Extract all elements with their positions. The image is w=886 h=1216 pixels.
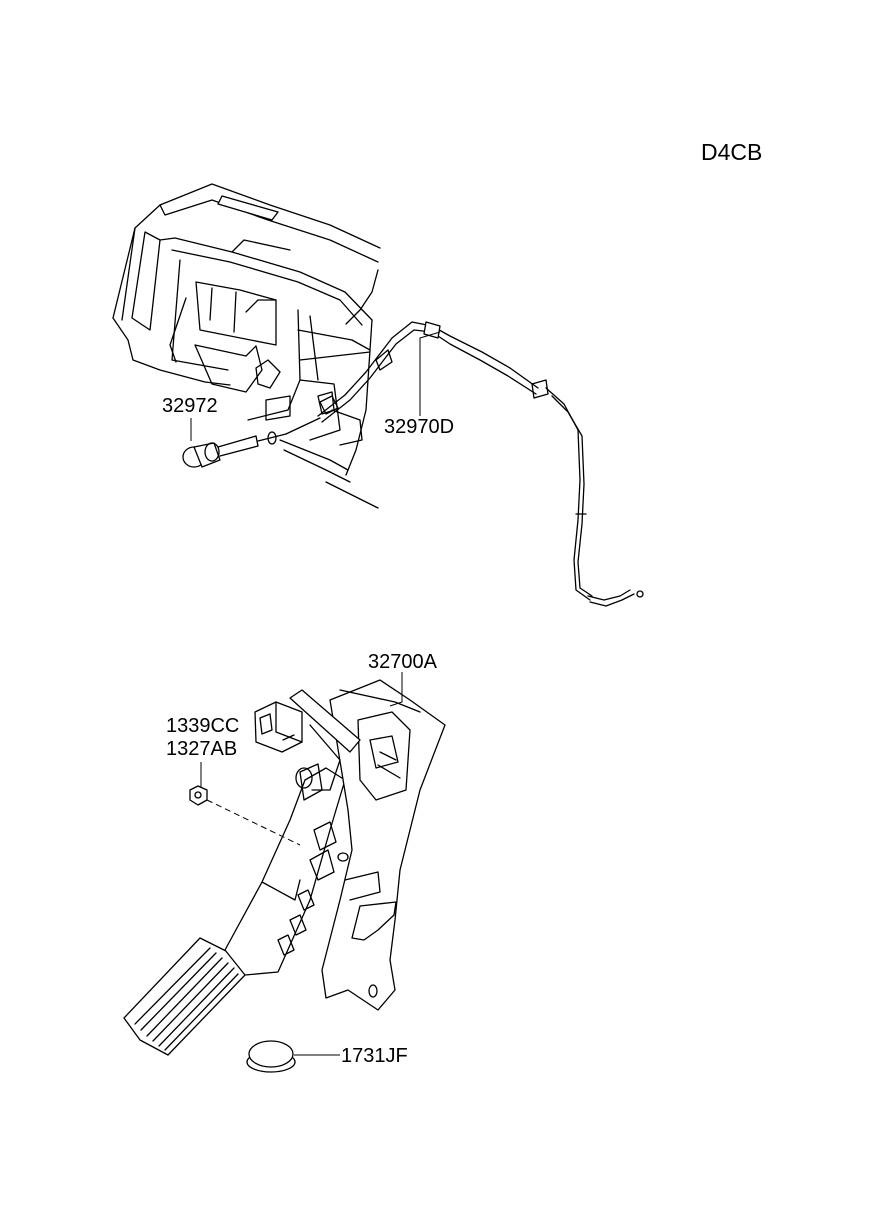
connector-32972-illustration [182, 417, 321, 468]
dashboard-illustration [112, 183, 381, 509]
part-label-1327ab[interactable]: 1327AB [166, 738, 238, 760]
part-label-1731jf[interactable]: 1731JF [341, 1045, 408, 1067]
part-label-1339cc[interactable]: 1339CC [166, 715, 240, 737]
pedal-assembly-illustration [123, 679, 446, 1056]
part-label-32972[interactable]: 32972 [162, 395, 218, 417]
diagram-code-label: D4CB [701, 139, 763, 165]
leader-lines [190, 331, 441, 1056]
plug-illustration [246, 1040, 296, 1073]
cable-32970d-illustration [317, 321, 644, 607]
nut-illustration [189, 785, 301, 846]
part-label-32700a[interactable]: 32700A [368, 651, 437, 673]
part-label-32970d[interactable]: 32970D [384, 416, 455, 438]
